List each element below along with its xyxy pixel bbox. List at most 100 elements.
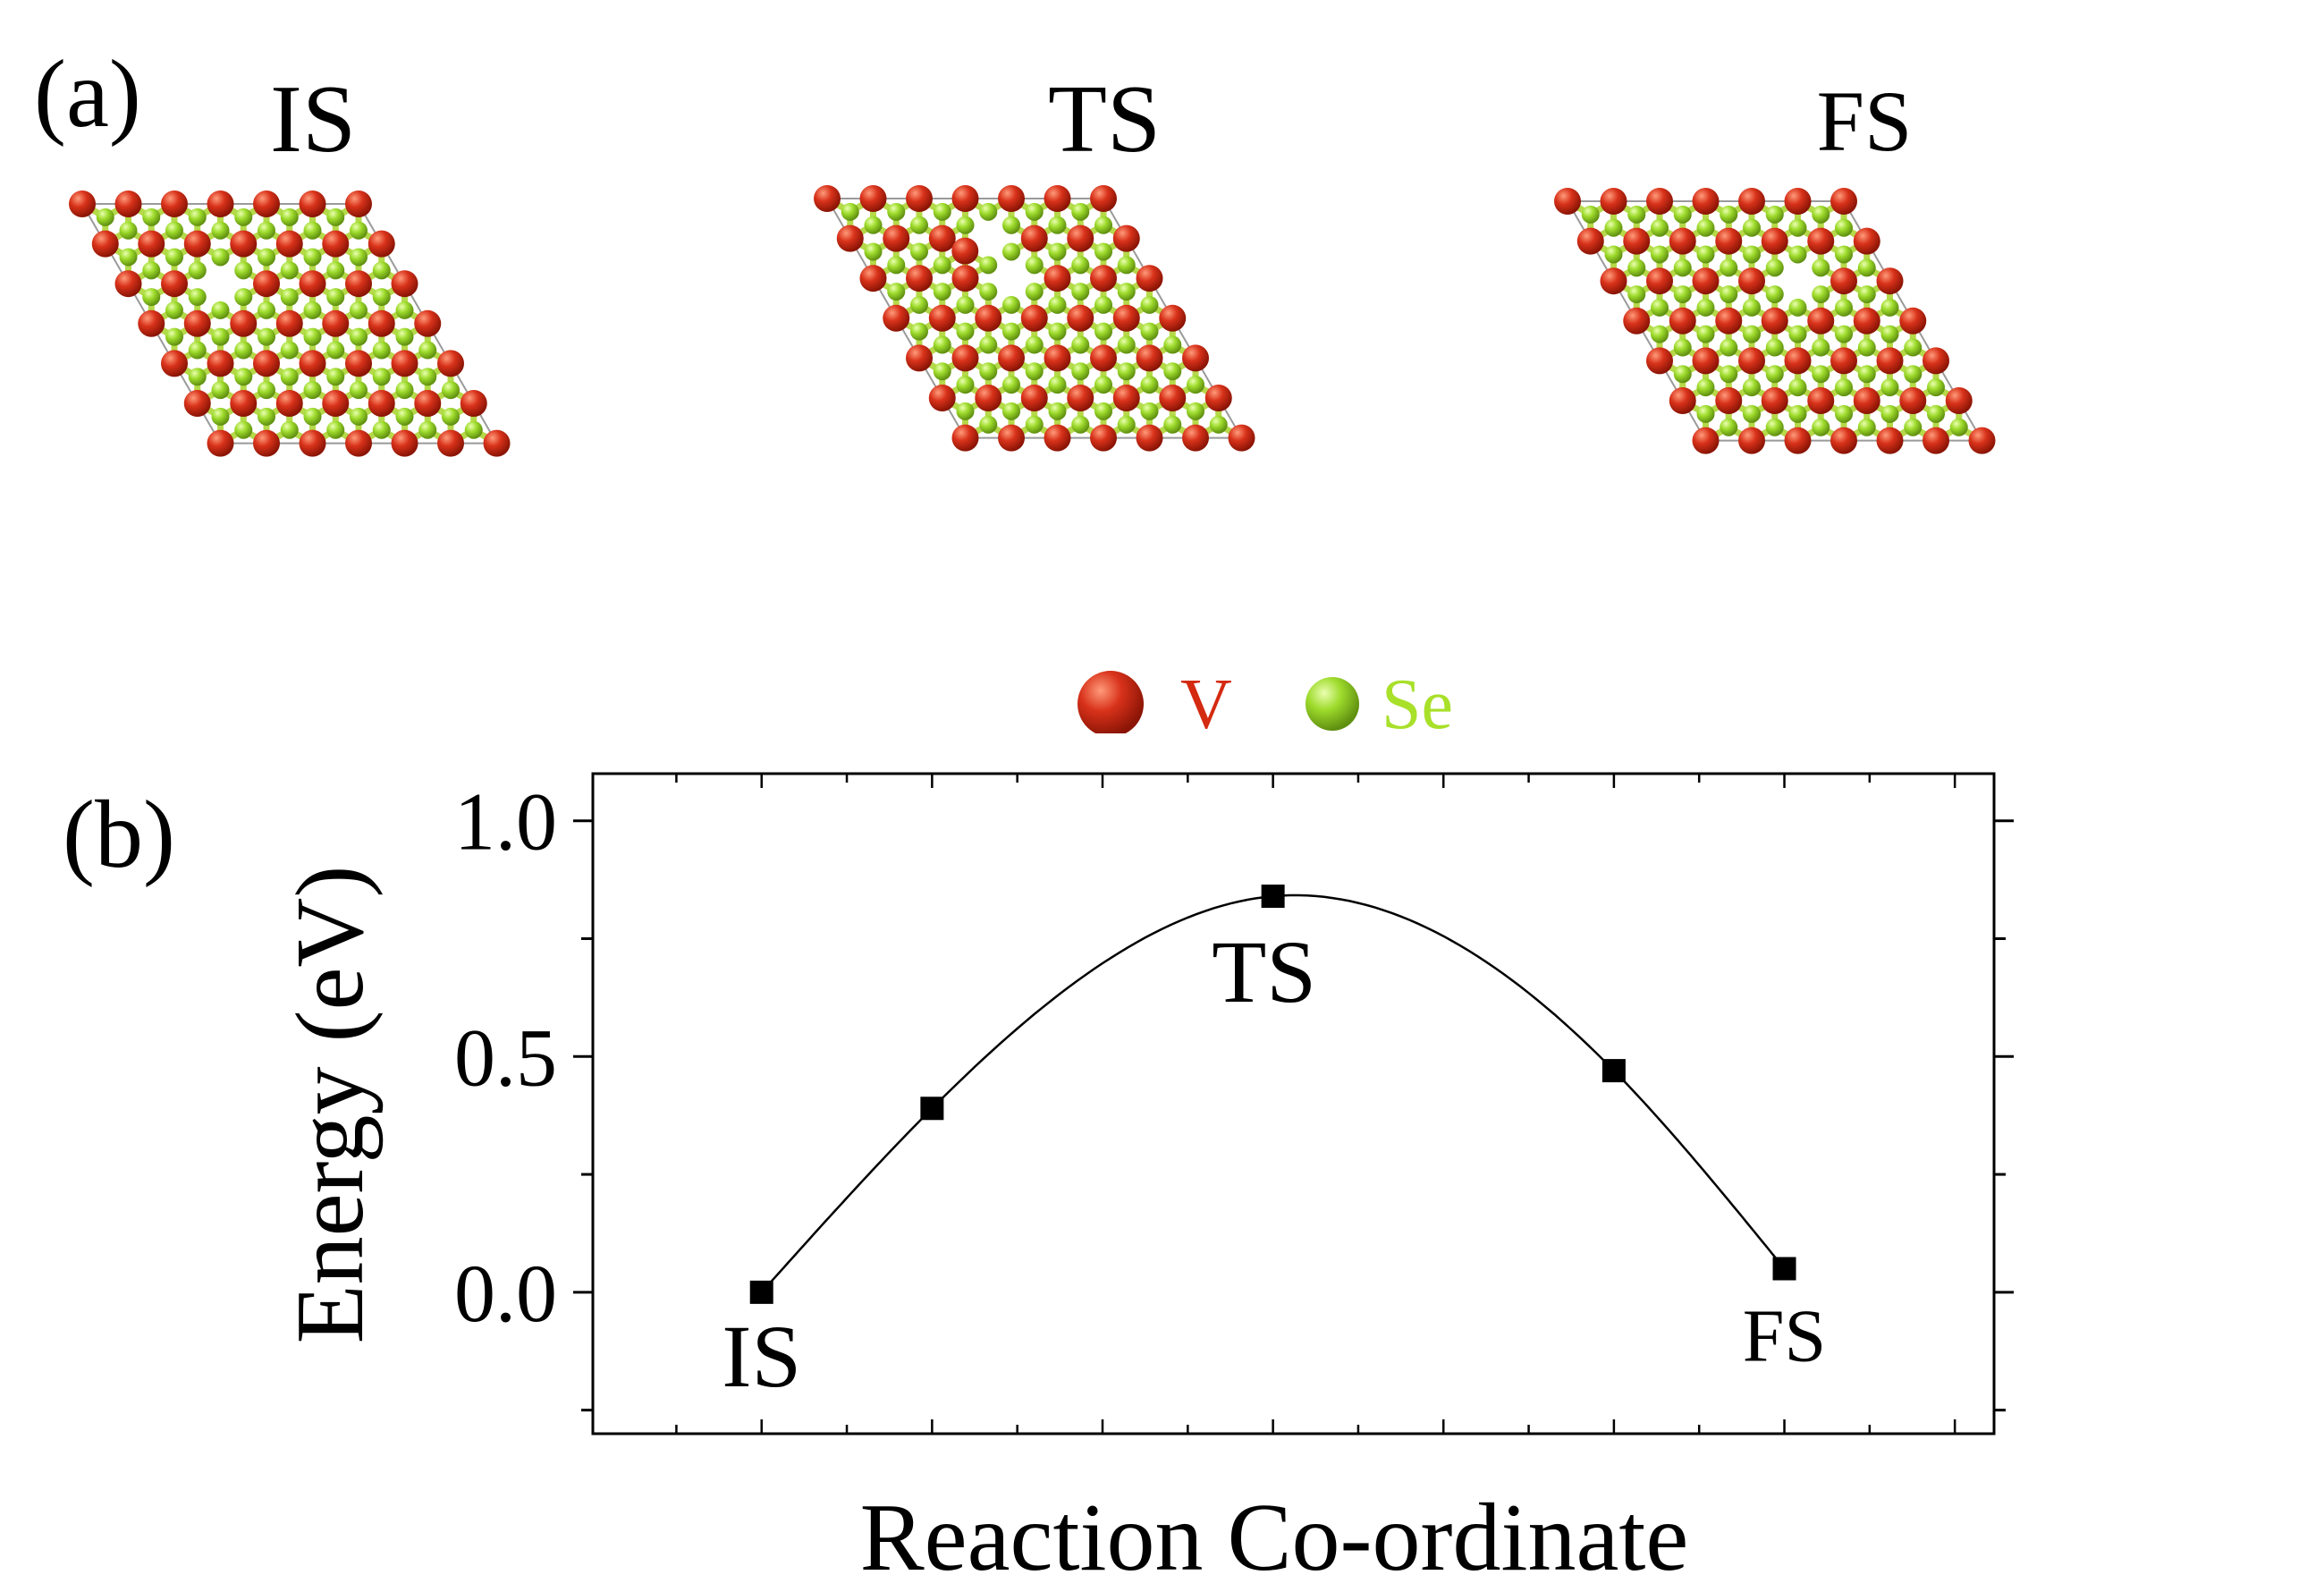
- se-atom: [142, 261, 161, 280]
- se-atom: [1581, 205, 1600, 224]
- se-atom: [1651, 325, 1669, 343]
- se-atom: [280, 261, 299, 280]
- se-atom: [350, 221, 368, 240]
- se-atom: [1025, 362, 1044, 381]
- se-atom: [1720, 418, 1738, 436]
- v-atom: [1807, 227, 1835, 255]
- se-atom: [1857, 285, 1876, 304]
- se-atom: [1949, 418, 1968, 436]
- se-atom: [280, 341, 299, 360]
- v-atom: [883, 304, 910, 332]
- v-atom: [414, 389, 442, 417]
- se-atom: [1765, 258, 1784, 277]
- se-atom: [1163, 415, 1182, 434]
- v-atom: [1669, 386, 1696, 414]
- v-atom: [253, 350, 280, 377]
- se-atom: [1187, 402, 1204, 420]
- v-atom: [998, 185, 1025, 212]
- ts-structure-title: TS: [1047, 66, 1162, 173]
- se-atom: [1812, 338, 1830, 357]
- se-atom: [234, 341, 253, 360]
- v-atom: [951, 265, 979, 292]
- se-atom: [1927, 378, 1945, 397]
- v-atom: [1067, 304, 1094, 332]
- se-atom: [165, 248, 183, 267]
- se-atom: [1025, 202, 1044, 221]
- se-atom: [1002, 402, 1020, 420]
- se-atom: [1788, 298, 1807, 317]
- se-atom: [1048, 295, 1067, 314]
- se-atom: [1788, 325, 1807, 343]
- v-atom: [1623, 227, 1651, 255]
- se-atom: [1880, 378, 1899, 397]
- v-atom: [322, 389, 350, 417]
- se-atom: [1673, 365, 1692, 384]
- se-atom: [1788, 218, 1807, 237]
- se-atom: [303, 221, 322, 240]
- v-atom: [1646, 188, 1673, 215]
- se-atom: [211, 381, 230, 400]
- se-atom: [211, 221, 230, 240]
- se-atom: [910, 242, 928, 261]
- se-atom: [142, 288, 161, 307]
- se-atom: [1857, 418, 1876, 436]
- v-atom: [1923, 427, 1949, 454]
- se-atom: [1696, 325, 1715, 343]
- se-atom: [979, 256, 998, 275]
- se-atom: [280, 368, 299, 386]
- v-atom: [368, 230, 395, 258]
- v-atom: [951, 185, 979, 212]
- v-atom: [1182, 424, 1209, 452]
- se-atom: [442, 407, 460, 426]
- v-atom: [207, 350, 234, 377]
- se-atom: [1857, 365, 1876, 384]
- se-atom: [442, 381, 460, 400]
- se-atom: [303, 248, 322, 267]
- v-atom: [275, 230, 303, 258]
- se-atom: [1048, 216, 1067, 234]
- v-atom: [1830, 347, 1857, 375]
- data-point-marker: [1261, 885, 1285, 909]
- se-atom: [864, 242, 883, 261]
- v-atom: [1623, 307, 1651, 334]
- v-atom: [437, 429, 464, 457]
- se-atom: [864, 216, 883, 234]
- y-tick-label: 1.0: [454, 776, 557, 868]
- v-atom: [906, 185, 933, 212]
- se-atom: [1071, 202, 1090, 221]
- y-tick-label: 0.0: [454, 1248, 557, 1339]
- v-atom: [299, 191, 326, 217]
- v-atom: [1784, 347, 1812, 375]
- v-atom: [391, 429, 418, 457]
- se-atom: [979, 283, 998, 301]
- v-atom: [1715, 307, 1743, 334]
- se-atom: [188, 341, 207, 360]
- v-atom: [1738, 188, 1765, 215]
- y-axis-ticks: 0.00.51.0: [454, 776, 2014, 1412]
- annotation-ts: TS: [1212, 922, 1316, 1021]
- v-atom: [1020, 384, 1048, 411]
- se-atom: [372, 288, 391, 307]
- se-atom: [1765, 205, 1784, 224]
- v-atom: [1853, 227, 1880, 255]
- se-atom: [1673, 338, 1692, 357]
- v-atom: [836, 224, 864, 252]
- v-atom: [1646, 347, 1673, 375]
- x-axis-ticks: [675, 774, 1956, 1434]
- v-atom: [1044, 344, 1071, 372]
- v-atom: [975, 384, 1002, 411]
- se-atom: [1696, 245, 1715, 264]
- se-atom: [326, 261, 345, 280]
- v-atom: [1945, 386, 1973, 414]
- se-atom: [1002, 242, 1020, 261]
- se-atom: [1094, 216, 1112, 234]
- v-atom: [322, 230, 350, 258]
- se-atom: [188, 261, 207, 280]
- se-atom: [234, 368, 253, 386]
- se-atom: [1071, 256, 1090, 275]
- se-atom: [1765, 365, 1784, 384]
- v-atom: [368, 309, 395, 337]
- v-atom: [1646, 267, 1673, 295]
